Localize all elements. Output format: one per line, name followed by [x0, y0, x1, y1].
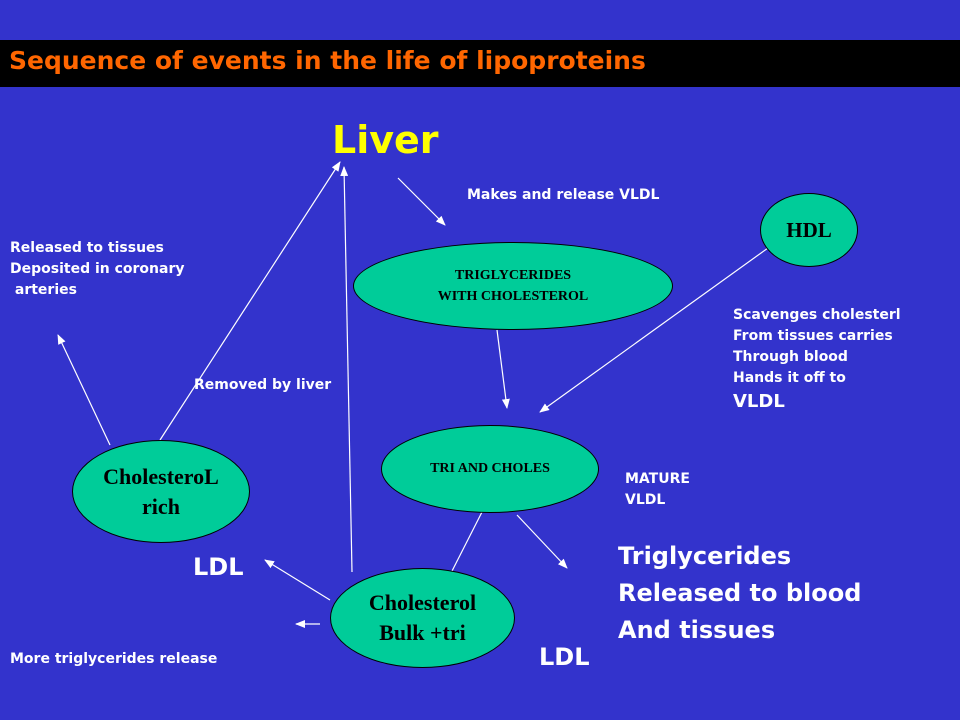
trig-released-line-2: Released to blood — [618, 579, 862, 607]
scavenges-line-4: Hands it off to — [733, 370, 846, 386]
scavenges-line-1: Scavenges cholesterl — [733, 307, 901, 323]
cholesterol-bulk-node: Cholesterol Bulk +tri — [330, 568, 515, 668]
more-triglycerides-label: More triglycerides release — [10, 651, 218, 667]
liver-label: Liver — [332, 118, 439, 162]
scavenges-vldl: VLDL — [733, 391, 785, 412]
released-line-2: Deposited in coronary — [10, 261, 185, 277]
hdl-label: HDL — [786, 217, 832, 242]
ldl-bottom-label: LDL — [539, 643, 590, 671]
triglycerides-node: TRIGLYCERIDES WITH CHOLESTEROL — [353, 242, 673, 330]
scavenges-line-2: From tissues carries — [733, 328, 893, 344]
trig-released-line-1: Triglycerides — [618, 542, 792, 570]
triglycerides-line2: WITH CHOLESTEROL — [437, 289, 589, 304]
makes-release-vldl-label: Makes and release VLDL — [467, 187, 660, 203]
arrow-tri-to-triglycerides — [516, 514, 568, 569]
trig-released-line-3: And tissues — [618, 616, 776, 644]
cholesterol-rich-line1: CholesteroL — [103, 463, 219, 489]
arrow-rich-to-released — [57, 334, 111, 446]
cholesterol-bulk-line2: Bulk +tri — [379, 620, 466, 645]
released-line-1: Released to tissues — [10, 240, 164, 256]
cholesterol-bulk-line1: Cholesterol — [368, 590, 477, 615]
arrow-hdl-to-tri — [539, 247, 769, 413]
mature-vldl-label: MATURE VLDL — [625, 469, 690, 511]
scavenges-line-3: Through blood — [733, 349, 848, 365]
ldl-left-label: LDL — [193, 553, 244, 581]
arrow-rich-to-liver — [159, 161, 341, 441]
triglycerides-line1: TRIGLYCERIDES — [454, 268, 572, 283]
mature-line-1: MATURE — [625, 471, 690, 487]
removed-by-liver-label: Removed by liver — [194, 377, 332, 393]
released-tissues-label: Released to tissues Deposited in coronar… — [10, 238, 185, 301]
arrow-bulk-to-liver — [340, 166, 353, 573]
tri-choles-node: TRI AND CHOLES — [381, 425, 599, 513]
arrow-bulk-to-ldl — [264, 559, 331, 601]
mature-line-2: VLDL — [625, 492, 666, 508]
slide-title: Sequence of events in the life of lipopr… — [9, 46, 646, 75]
arrow-trig-to-tri — [496, 329, 510, 409]
title-bar: Sequence of events in the life of lipopr… — [0, 40, 960, 87]
released-line-3: arteries — [10, 282, 77, 298]
arrow-liver-to-trig — [397, 177, 446, 226]
triglycerides-released-label: Triglycerides Released to blood And tiss… — [618, 538, 861, 649]
cholesterol-rich-line2: rich — [142, 493, 180, 519]
arrow-tri-to-bulk — [449, 511, 483, 576]
hdl-node: HDL — [760, 193, 858, 267]
scavenges-label: Scavenges cholesterl From tissues carrie… — [733, 305, 901, 415]
tri-choles-label: TRI AND CHOLES — [430, 461, 550, 476]
cholesterol-rich-node: CholesteroL rich — [72, 440, 250, 543]
